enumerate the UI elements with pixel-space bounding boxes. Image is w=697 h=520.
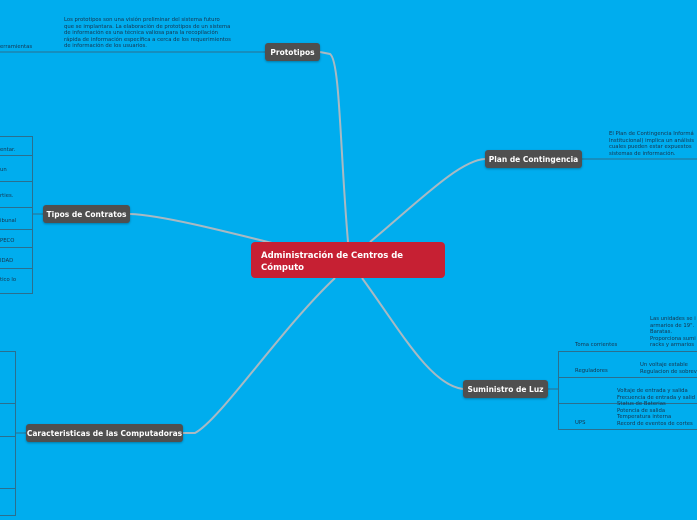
text-line: Institucional) implica un análisis: [609, 137, 695, 144]
text-line: Status de Baterias: [617, 401, 666, 407]
text-line: de información es una técnica valiosa pa…: [64, 30, 219, 36]
divider: [0, 155, 32, 156]
node-label: Tipos de Contratos: [46, 209, 127, 219]
text-line: de información de los usuarios.: [64, 43, 147, 49]
text-line: rápida de información específica a cerca…: [64, 36, 231, 43]
prototipos-description: Los prototipos son una visión preliminar…: [64, 17, 231, 50]
row-details: Un voltaje estable Regulacion de sobrev: [640, 362, 697, 375]
contract-row: entar.: [0, 147, 16, 153]
text-line: armarios de 19".: [650, 322, 695, 329]
text-line: racks y armarios: [650, 342, 695, 348]
node-label: Prototipos: [270, 47, 315, 57]
node-label: Plan de Contingencia: [488, 154, 579, 164]
contract-row: un: [0, 167, 7, 173]
contract-row: ibunal: [0, 218, 17, 224]
node-caracteristicas-computadoras[interactable]: Caracteristicas de las Computadoras: [26, 424, 183, 442]
node-plan-de-contingencia[interactable]: Plan de Contingencia: [485, 150, 582, 168]
text-line: cuales pueden estar expuestos: [609, 144, 692, 150]
row-details: Las unidades se i armarios de 19". Barat…: [650, 316, 696, 349]
plan-description: El Plan de Contingencia Informá Instituc…: [609, 131, 694, 157]
divider: [0, 403, 15, 404]
text-line: Proporciona sumi: [650, 335, 696, 342]
text-line: Las unidades se i: [650, 316, 696, 322]
divider: [0, 207, 32, 208]
text-line: Los prototipos son una visión preliminar…: [64, 17, 220, 23]
text-line: Regulacion de sobrev: [640, 368, 697, 375]
divider: [0, 436, 15, 437]
text-line: Un voltaje estable: [640, 362, 688, 368]
contract-row: PECO: [0, 238, 15, 244]
text-line: Record de eventos de cortes: [617, 420, 693, 427]
row-name: Toma corrientes: [575, 342, 618, 348]
text-line: Baratas.: [650, 329, 673, 335]
text-line: que se implantara. La elaboración de pro…: [64, 23, 231, 30]
contract-row: IDAD: [0, 258, 14, 264]
central-topic[interactable]: Administración de Centros de Cómputo: [251, 242, 445, 278]
text-line: sistemas de información.: [609, 150, 676, 157]
divider: [0, 488, 15, 489]
node-tipos-de-contratos[interactable]: Tipos de Contratos: [43, 205, 130, 223]
central-topic-title: Administración de Centros de Cómputo: [261, 251, 404, 273]
divider: [0, 181, 32, 182]
divider: [0, 268, 32, 269]
node-label: Caracteristicas de las Computadoras: [26, 428, 183, 438]
suministro-table: [558, 351, 697, 430]
row-name: UPS: [575, 420, 586, 426]
contratos-table: [0, 136, 33, 294]
text-line: Temperatura interna: [617, 414, 672, 420]
divider: [0, 229, 32, 230]
divider: [0, 247, 32, 248]
contract-row: tico lo: [0, 277, 17, 283]
text-line: El Plan de Contingencia Informá: [609, 131, 694, 137]
caracteristicas-table: [0, 351, 16, 516]
node-prototipos[interactable]: Prototipos: [265, 43, 320, 61]
text-line: Frecuencia de entrada y salid: [617, 394, 696, 401]
node-label: Suministro de Luz: [467, 384, 544, 394]
row-name: Reguladores: [575, 368, 608, 374]
divider: [558, 377, 697, 378]
node-suministro-de-luz[interactable]: Suministro de Luz: [463, 380, 548, 398]
prototipos-fragment: erramientas: [0, 44, 33, 50]
row-details: Voltaje de entrada y salida Frecuencia d…: [617, 388, 695, 427]
text-line: Potencia de salida: [617, 407, 666, 414]
contract-row: rties.: [0, 193, 14, 199]
text-line: Voltaje de entrada y salida: [617, 388, 688, 394]
divider: [558, 403, 697, 404]
